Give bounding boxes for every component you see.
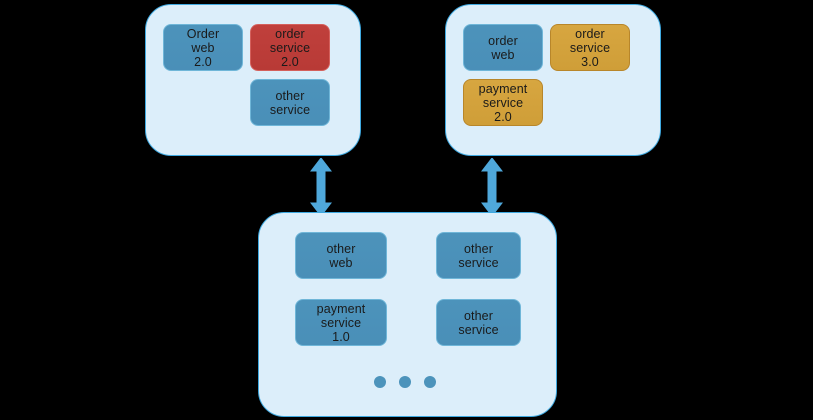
ellipsis-dots [374, 376, 436, 388]
service-label: other web [326, 241, 356, 270]
service-label: order service 2.0 [269, 26, 311, 69]
connector-left-arrow [310, 158, 332, 216]
service-label: other service [458, 241, 499, 270]
service-box-order-service-3-0[interactable]: order service 3.0 [550, 24, 630, 71]
service-box-other-web[interactable]: other web [295, 232, 387, 279]
service-label: payment service 1.0 [316, 301, 366, 344]
service-box-other-service-a[interactable]: other service [250, 79, 330, 126]
service-label: Order web 2.0 [186, 26, 220, 69]
group-bottom[interactable]: other web other service payment service … [258, 212, 557, 417]
group-top-left[interactable]: Order web 2.0 order service 2.0 other se… [145, 4, 361, 156]
service-box-payment-service-2-0[interactable]: payment service 2.0 [463, 79, 543, 126]
service-box-order-web-2-0[interactable]: Order web 2.0 [163, 24, 243, 71]
service-label: other service [269, 88, 311, 117]
service-box-other-service-b[interactable]: other service [436, 232, 521, 279]
service-box-order-web[interactable]: order web [463, 24, 543, 71]
ellipsis-dot [374, 376, 386, 388]
ellipsis-dot [399, 376, 411, 388]
service-label: other service [458, 308, 499, 337]
connector-right-arrow [481, 158, 503, 216]
service-box-payment-service-1-0[interactable]: payment service 1.0 [295, 299, 387, 346]
service-box-order-service-2-0[interactable]: order service 2.0 [250, 24, 330, 71]
service-label: order web [488, 33, 518, 62]
service-box-other-service-c[interactable]: other service [436, 299, 521, 346]
group-top-right[interactable]: order web order service 3.0 payment serv… [445, 4, 661, 156]
service-label: order service 3.0 [569, 26, 611, 69]
ellipsis-dot [424, 376, 436, 388]
service-label: payment service 2.0 [478, 81, 528, 124]
